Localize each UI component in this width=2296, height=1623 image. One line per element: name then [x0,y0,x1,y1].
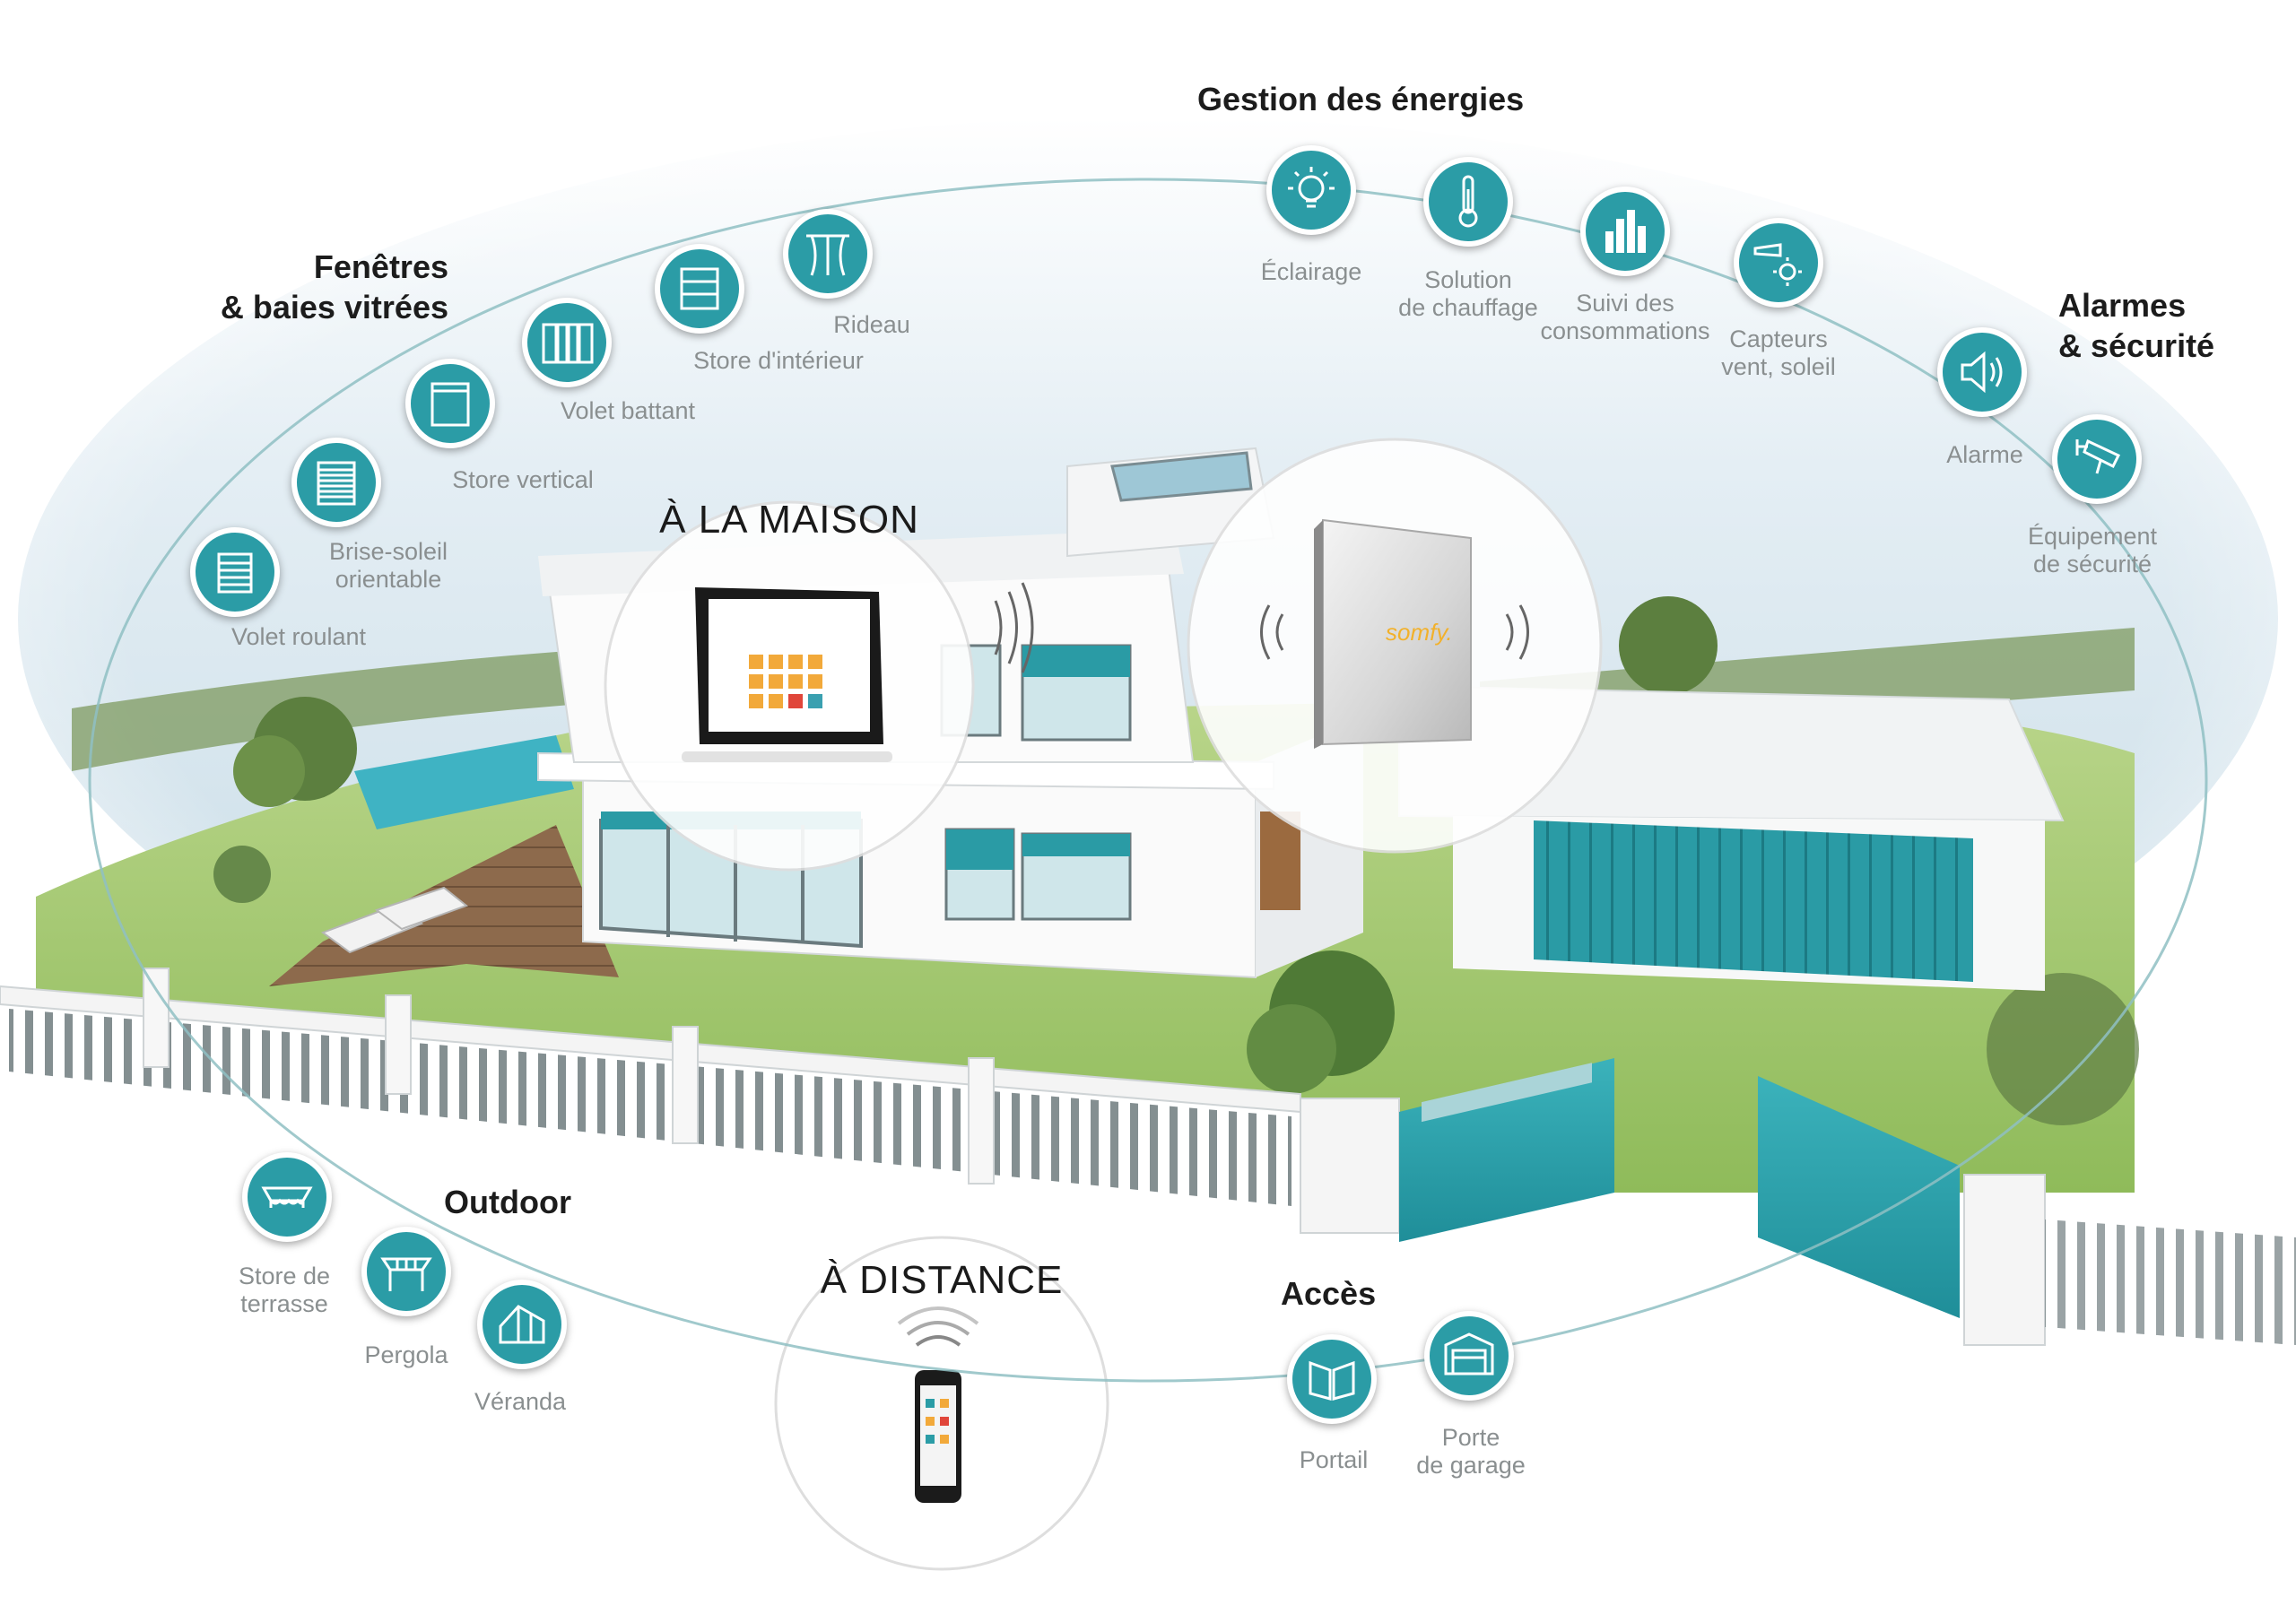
label-hinged-shutter: Volet battant [560,397,696,424]
label-sensors: Capteurs vent, soleil [1721,325,1836,380]
roller-shutter-icon[interactable] [190,527,280,617]
label-heating: Solution de chauffage [1398,266,1538,321]
light-bulb-icon[interactable] [1266,145,1356,235]
wind-sun-sensor-icon[interactable] [1734,218,1823,308]
label-veranda: Véranda [474,1388,567,1415]
label-pergola: Pergola [364,1341,448,1368]
heading-energy: Gestion des énergies [1197,81,1525,117]
hinged-shutter-icon[interactable] [522,298,612,387]
label-security-equipment: Équipement de sécurité [2027,523,2158,577]
heading-outdoor: Outdoor [444,1184,571,1220]
label-roller-shutter: Volet roulant [230,623,367,650]
label-curtain: Rideau [833,311,910,338]
label-lighting: Éclairage [1260,258,1362,285]
label-alarm: Alarme [1946,441,2023,468]
pergola-icon[interactable] [361,1227,451,1316]
gate-icon[interactable] [1287,1334,1377,1424]
somfy-logo: somfy. [1386,619,1453,646]
speaker-icon[interactable] [1937,327,2027,417]
label-indoor-blind: Store d'intérieur [693,347,864,374]
curtain-icon[interactable] [783,209,873,299]
label-awning: Store de terrasse [238,1263,331,1317]
sun-louver-icon[interactable] [291,438,381,527]
heading-windows: Fenêtres & baies vitrées [220,248,448,325]
heading-alarms: Alarmes & sécurité [2058,287,2215,364]
label-garage-door: Porte de garage [1416,1424,1526,1479]
veranda-icon[interactable] [477,1280,567,1369]
heading-access: Accès [1281,1275,1377,1312]
label-consumption: Suivi des consommations [1540,290,1710,344]
indoor-blind-icon[interactable] [655,244,744,334]
thermometer-icon[interactable] [1423,157,1513,247]
awning-icon[interactable] [242,1152,332,1242]
garage-door-icon[interactable] [1424,1311,1514,1401]
security-camera-icon[interactable] [2052,414,2142,504]
vertical-blind-icon[interactable] [405,359,495,448]
at-home-title: À LA MAISON [659,498,919,542]
label-gate: Portail [1299,1446,1369,1473]
remote-title: À DISTANCE [820,1258,1064,1302]
label-sun-louver: Brise-soleil orientable [328,538,448,593]
bar-chart-icon[interactable] [1580,187,1670,276]
label-vertical-blind: Store vertical [452,466,594,493]
